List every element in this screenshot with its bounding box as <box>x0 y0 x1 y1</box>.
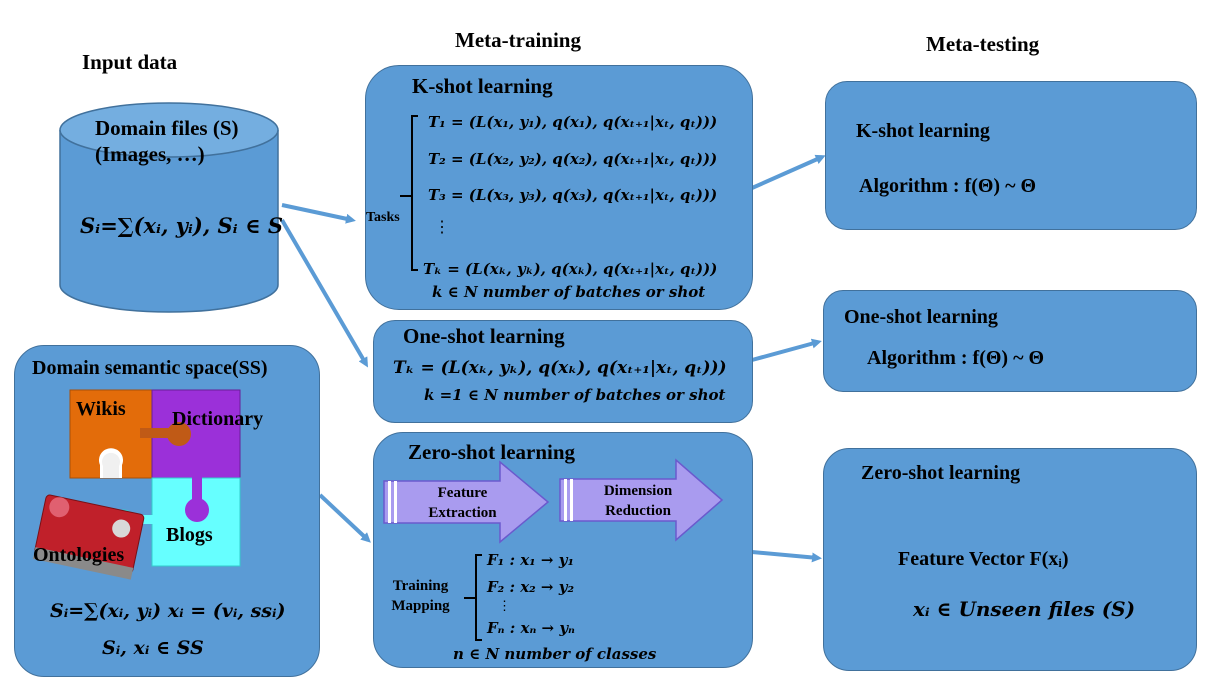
task-3: T₃ = (L(x₃, y₃), q(x₃), q(xₜ₊₁|xₜ, qₜ))) <box>428 186 718 204</box>
ontologies-label: Ontologies <box>33 544 125 566</box>
semantic-formula-1: Sᵢ=∑(xᵢ, yᵢ) xᵢ = (vᵢ, ssᵢ) <box>50 600 286 622</box>
zeroshot-test-box <box>823 448 1197 671</box>
oneshot-test-box <box>823 290 1197 392</box>
arrow-zeroshot-train-to-test <box>751 550 822 563</box>
domain-files-subtitle: (Images, …) <box>95 142 205 166</box>
oneshot-task: Tₖ = (L(xₖ, yₖ), q(xₖ), q(xₜ₊₁|xₜ, qₜ))) <box>393 358 727 378</box>
dimension-reduction-arrow <box>559 458 724 542</box>
kshot-train-box <box>365 65 753 310</box>
semantic-formula-2: Sᵢ, xᵢ ∈ SS <box>102 637 204 659</box>
task-k: Tₖ = (L(xₖ, yₖ), q(xₖ), q(xₜ₊₁|xₜ, qₜ))) <box>423 260 718 278</box>
domain-files-title: Domain files (S) <box>95 116 239 140</box>
training-mapping-label: Training Mapping <box>391 578 450 614</box>
domain-files-cylinder <box>59 102 279 313</box>
header-meta-training: Meta-training <box>455 28 581 52</box>
zeroshot-test-title: Zero-shot learning <box>861 462 1021 484</box>
feature-extraction-label: Feature Extraction <box>428 485 497 521</box>
dictionary-piece <box>140 389 241 479</box>
domain-files-formula: Sᵢ=∑(xᵢ, yᵢ), Sᵢ ∈ S <box>80 213 284 238</box>
wikis-label: Wikis <box>76 398 126 420</box>
arrow-files-to-kshot <box>281 203 356 224</box>
map-2: F₂ : x₂ → y₂ <box>487 578 575 596</box>
oneshot-train-footer: k =1 ∈ N number of batches or shot <box>424 386 726 404</box>
oneshot-test-title: One-shot learning <box>844 306 998 328</box>
kshot-test-box <box>825 81 1197 230</box>
arrow-kshot-train-to-test <box>751 154 826 190</box>
map-n: Fₙ : xₙ → yₙ <box>487 619 575 637</box>
arrow-files-to-oneshot <box>280 218 369 368</box>
tasks-label: Tasks <box>366 210 400 225</box>
oneshot-train-title: One-shot learning <box>403 324 565 348</box>
zeroshot-train-title: Zero-shot learning <box>408 440 576 464</box>
semantic-space-title: Domain semantic space(SS) <box>32 357 268 379</box>
arrow-semantic-to-zeroshot <box>318 493 371 543</box>
arrow-oneshot-train-to-test <box>751 338 822 362</box>
blogs-label: Blogs <box>166 524 213 546</box>
kshot-train-footer: k ∈ N number of batches or shot <box>432 283 706 301</box>
dictionary-label: Dictionary <box>172 408 264 430</box>
map-1: F₁ : x₁ → y₁ <box>487 551 575 569</box>
dimension-reduction-label: Dimension Reduction <box>603 483 673 519</box>
mapping-brace <box>464 554 482 641</box>
header-meta-testing: Meta-testing <box>926 32 1040 56</box>
ontologies-piece <box>32 494 145 580</box>
maps-dots: ⋮ <box>498 598 511 613</box>
kshot-train-title: K-shot learning <box>412 74 553 98</box>
wikis-piece <box>69 389 154 479</box>
kshot-test-title: K-shot learning <box>856 120 990 142</box>
zeroshot-test-unseen: xᵢ ∈ Unseen files (S) <box>913 597 1136 621</box>
tasks-dots: ⋮ <box>434 219 450 236</box>
header-input-data: Input data <box>82 50 178 74</box>
zeroshot-test-feature: Feature Vector F(xᵢ) <box>898 548 1069 570</box>
zeroshot-train-footer: n ∈ N number of classes <box>453 645 657 663</box>
kshot-test-algo: Algorithm : f(Θ) ~ Θ <box>859 175 1037 197</box>
task-1: T₁ = (L(x₁, y₁), q(x₁), q(xₜ₊₁|xₜ, qₜ))) <box>428 113 718 131</box>
oneshot-train-box <box>373 320 753 423</box>
oneshot-test-algo: Algorithm : f(Θ) ~ Θ <box>867 347 1045 369</box>
feature-extraction-arrow <box>383 460 550 544</box>
task-2: T₂ = (L(x₂, y₂), q(x₂), q(xₜ₊₁|xₜ, qₜ))) <box>428 150 718 168</box>
